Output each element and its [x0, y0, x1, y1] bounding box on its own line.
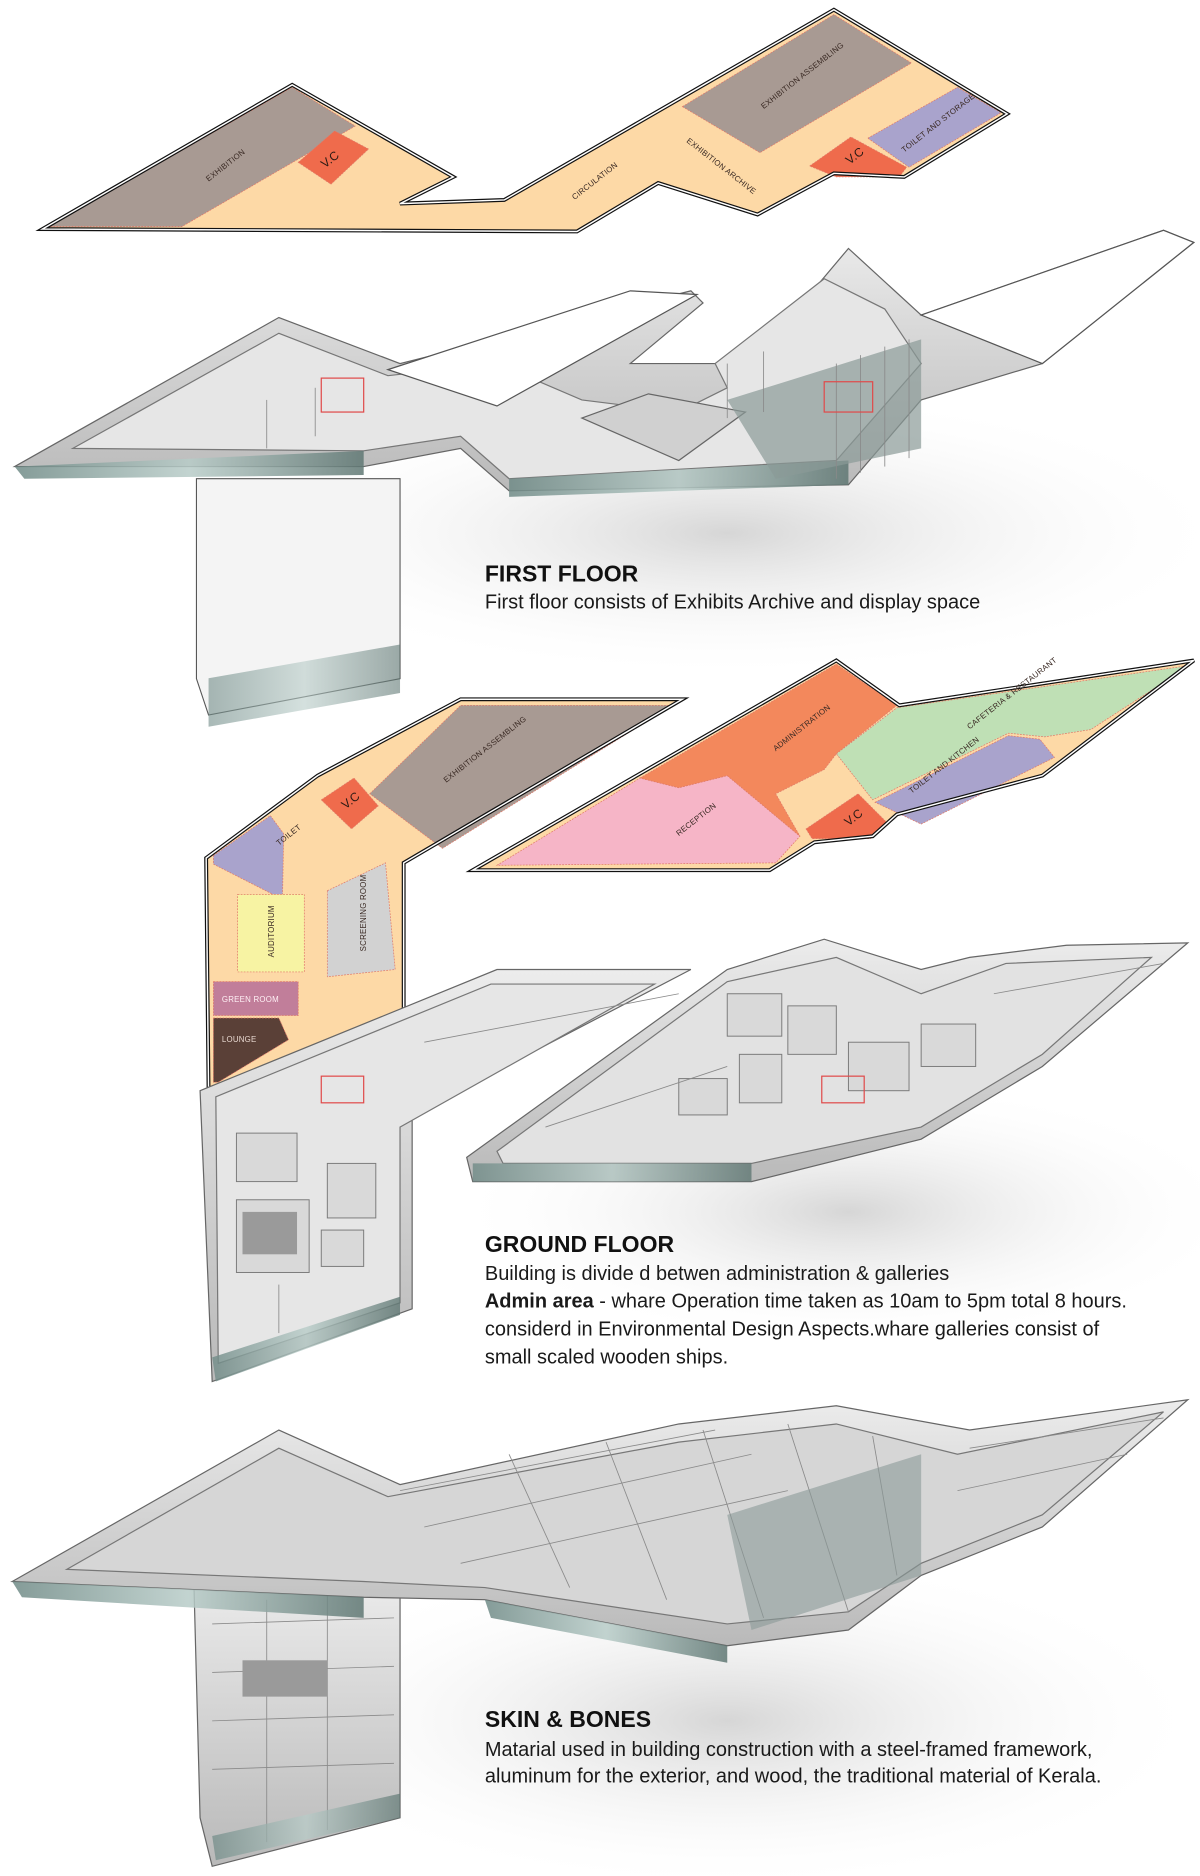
skin-bones-line-2: aluminum for the exterior, and wood, the…: [485, 1766, 1102, 1788]
zone-vc-right: [805, 793, 889, 839]
zone-auditorium: [237, 894, 305, 973]
ground-floor-caption: GROUND FLOOR Building is divide d betwen…: [485, 1231, 1127, 1368]
skin-and-bones-3d-model: [10, 1398, 1190, 1868]
first-floor-3d-model: [12, 229, 1196, 727]
zone-vc-left: [320, 777, 379, 830]
admin-area-label: Admin area: [485, 1291, 595, 1313]
zone-screening-room: [326, 862, 396, 978]
label-auditorium: AUDITORIUM: [267, 905, 276, 957]
label-lounge: LOUNGE: [222, 1035, 257, 1044]
skin-bones-title: SKIN & BONES: [485, 1706, 651, 1732]
skin-and-bones-caption: SKIN & BONES Matarial used in building c…: [485, 1706, 1102, 1788]
zone-administration: [639, 663, 898, 837]
zone-exhibition-assembling: [369, 704, 674, 849]
zone-cafeteria: [835, 664, 1191, 801]
skin-bones-line-1: Matarial used in building construction w…: [485, 1739, 1093, 1761]
zone-toilet-kitchen: [874, 735, 1056, 825]
zone-vc-left: [297, 130, 370, 185]
ground-floor-line-3: considerd in Environmental Design Aspect…: [485, 1318, 1100, 1340]
zone-green-room: [213, 981, 299, 1016]
zone-toilet-storage: [867, 86, 1002, 168]
ground-floor-line-2: Admin area - whare Operation time taken …: [485, 1291, 1127, 1313]
ground-floor-left-zoning-plan: EXHIBITION ASSEMBLING V.C TOILET AUDITOR…: [204, 697, 690, 1094]
zone-vc-right: [808, 136, 908, 178]
zone-exhibition-assembling: [681, 14, 913, 154]
zone-toilet: [213, 815, 285, 900]
ground-floor-3d-model: [199, 938, 1190, 1383]
zone-lounge: [213, 1017, 290, 1083]
first-floor-description: First floor consists of Exhibits Archive…: [485, 591, 980, 613]
ground-floor-title: GROUND FLOOR: [485, 1231, 675, 1257]
first-floor-zoning-plan: EXHIBITION V.C CIRCULATION EXHIBITION AR…: [35, 7, 1011, 234]
label-green-room: GREEN ROOM: [222, 995, 279, 1004]
zone-exhibition: [47, 86, 356, 227]
first-floor-caption: FIRST FLOOR First floor consists of Exhi…: [485, 561, 980, 614]
admin-area-text: - whare Operation time taken as 10am to …: [594, 1291, 1127, 1313]
label-screening-room: SCREENING ROOM: [359, 875, 368, 952]
ground-floor-line-4: small scaled wooden ships.: [485, 1346, 728, 1368]
first-floor-title: FIRST FLOOR: [485, 561, 639, 587]
ground-floor-line-1: Building is divide d betwen administrati…: [485, 1263, 949, 1285]
ground-floor-right-zoning-plan: RECEPTION ADMINISTRATION CAFETERIA & RES…: [465, 656, 1195, 873]
